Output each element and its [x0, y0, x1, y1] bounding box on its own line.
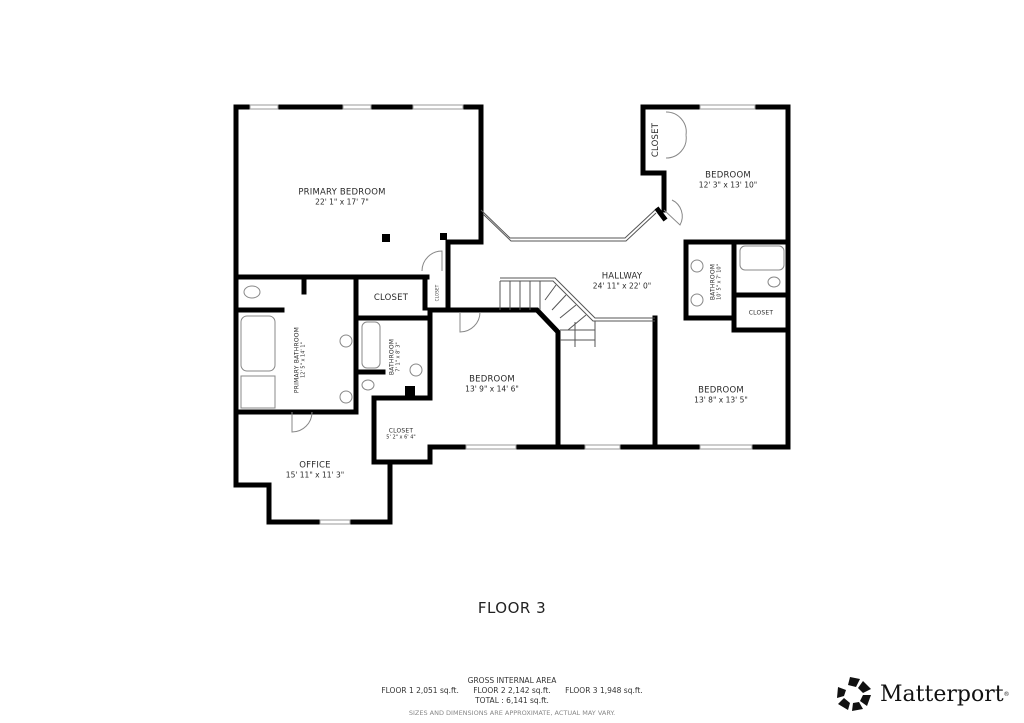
total-area: TOTAL : 6,141 sq.ft.	[475, 696, 549, 705]
room-bathroom-east: BATHROOM 10' 5" x 7' 10"	[710, 264, 723, 300]
room-bedroom-ne: BEDROOM 12' 3" x 13' 10"	[699, 171, 757, 190]
room-closet-office: CLOSET 5' 2" x 6' 4"	[386, 428, 415, 441]
room-dimensions: 15' 11" x 11' 3"	[285, 470, 345, 480]
room-dimensions: 12' 5" x 14' 1"	[300, 342, 307, 378]
room-name: CLOSET	[651, 122, 661, 158]
room-name: CLOSET	[434, 284, 440, 302]
floor-title: FLOOR 3	[477, 599, 547, 617]
room-name: BEDROOM	[705, 170, 751, 181]
room-bathroom-mid: BATHROOM 7' 1" x 8' 3"	[389, 339, 402, 375]
room-dimensions: 7' 1" x 8' 3"	[395, 342, 402, 372]
room-name: PRIMARY BEDROOM	[298, 187, 386, 198]
matterport-logo-icon	[837, 677, 871, 711]
room-name: CLOSET	[373, 293, 409, 303]
floor2-area: FLOOR 2 2,142 sq.ft.	[473, 686, 551, 695]
room-name: BATHROOM	[709, 263, 717, 301]
room-hallway: HALLWAY 24' 11" x 22' 0"	[593, 272, 651, 291]
room-name: CLOSET	[388, 427, 414, 435]
room-closet-mid: CLOSET	[374, 293, 408, 303]
floor3-area: FLOOR 3 1,948 sq.ft.	[565, 686, 643, 695]
room-name: HALLWAY	[601, 271, 643, 282]
room-name: BATHROOM	[388, 338, 396, 376]
room-dimensions: 24' 11" x 22' 0"	[592, 281, 652, 291]
room-name: CLOSET	[748, 309, 774, 317]
room-closet-ne: CLOSET	[651, 123, 661, 157]
room-dimensions: 5' 2" x 6' 4"	[386, 434, 416, 441]
room-name: BEDROOM	[698, 385, 744, 396]
matterport-logo: Matterport®	[836, 676, 1010, 712]
room-name: OFFICE	[299, 460, 331, 471]
room-dimensions: 13' 8" x 13' 5"	[694, 395, 748, 405]
gross-area-title: GROSS INTERNAL AREA	[467, 676, 557, 685]
room-name: PRIMARY BATHROOM	[293, 326, 301, 394]
room-dimensions: 10' 5" x 7' 10"	[716, 264, 723, 300]
room-bedroom-se: BEDROOM 13' 8" x 13' 5"	[694, 386, 748, 405]
room-dimensions: 12' 3" x 13' 10"	[698, 180, 758, 190]
room-closet-east: CLOSET	[749, 310, 774, 317]
room-primary-bathroom: PRIMARY BATHROOM 12' 5" x 14' 1"	[294, 327, 307, 393]
room-dimensions: 13' 9" x 14' 6"	[465, 384, 519, 394]
room-name: BEDROOM	[469, 374, 515, 385]
room-primary-bedroom: PRIMARY BEDROOM 22' 1" x 17' 7"	[298, 188, 385, 207]
brand-name: Matterport	[880, 681, 1004, 707]
gross-area-summary: GROSS INTERNAL AREA FLOOR 1 2,051 sq.ft.…	[375, 676, 648, 718]
room-bedroom-center: BEDROOM 13' 9" x 14' 6"	[465, 375, 519, 394]
registered-mark: ®	[1003, 690, 1010, 698]
room-office: OFFICE 15' 11" x 11' 3"	[286, 461, 344, 480]
room-dimensions: 22' 1" x 17' 7"	[315, 197, 369, 207]
floor-areas: FLOOR 1 2,051 sq.ft. FLOOR 2 2,142 sq.ft…	[375, 686, 648, 696]
room-closet-tiny: CLOSET	[435, 285, 440, 302]
disclaimer: SIZES AND DIMENSIONS ARE APPROXIMATE, AC…	[408, 709, 616, 717]
floor1-area: FLOOR 1 2,051 sq.ft.	[381, 686, 459, 695]
